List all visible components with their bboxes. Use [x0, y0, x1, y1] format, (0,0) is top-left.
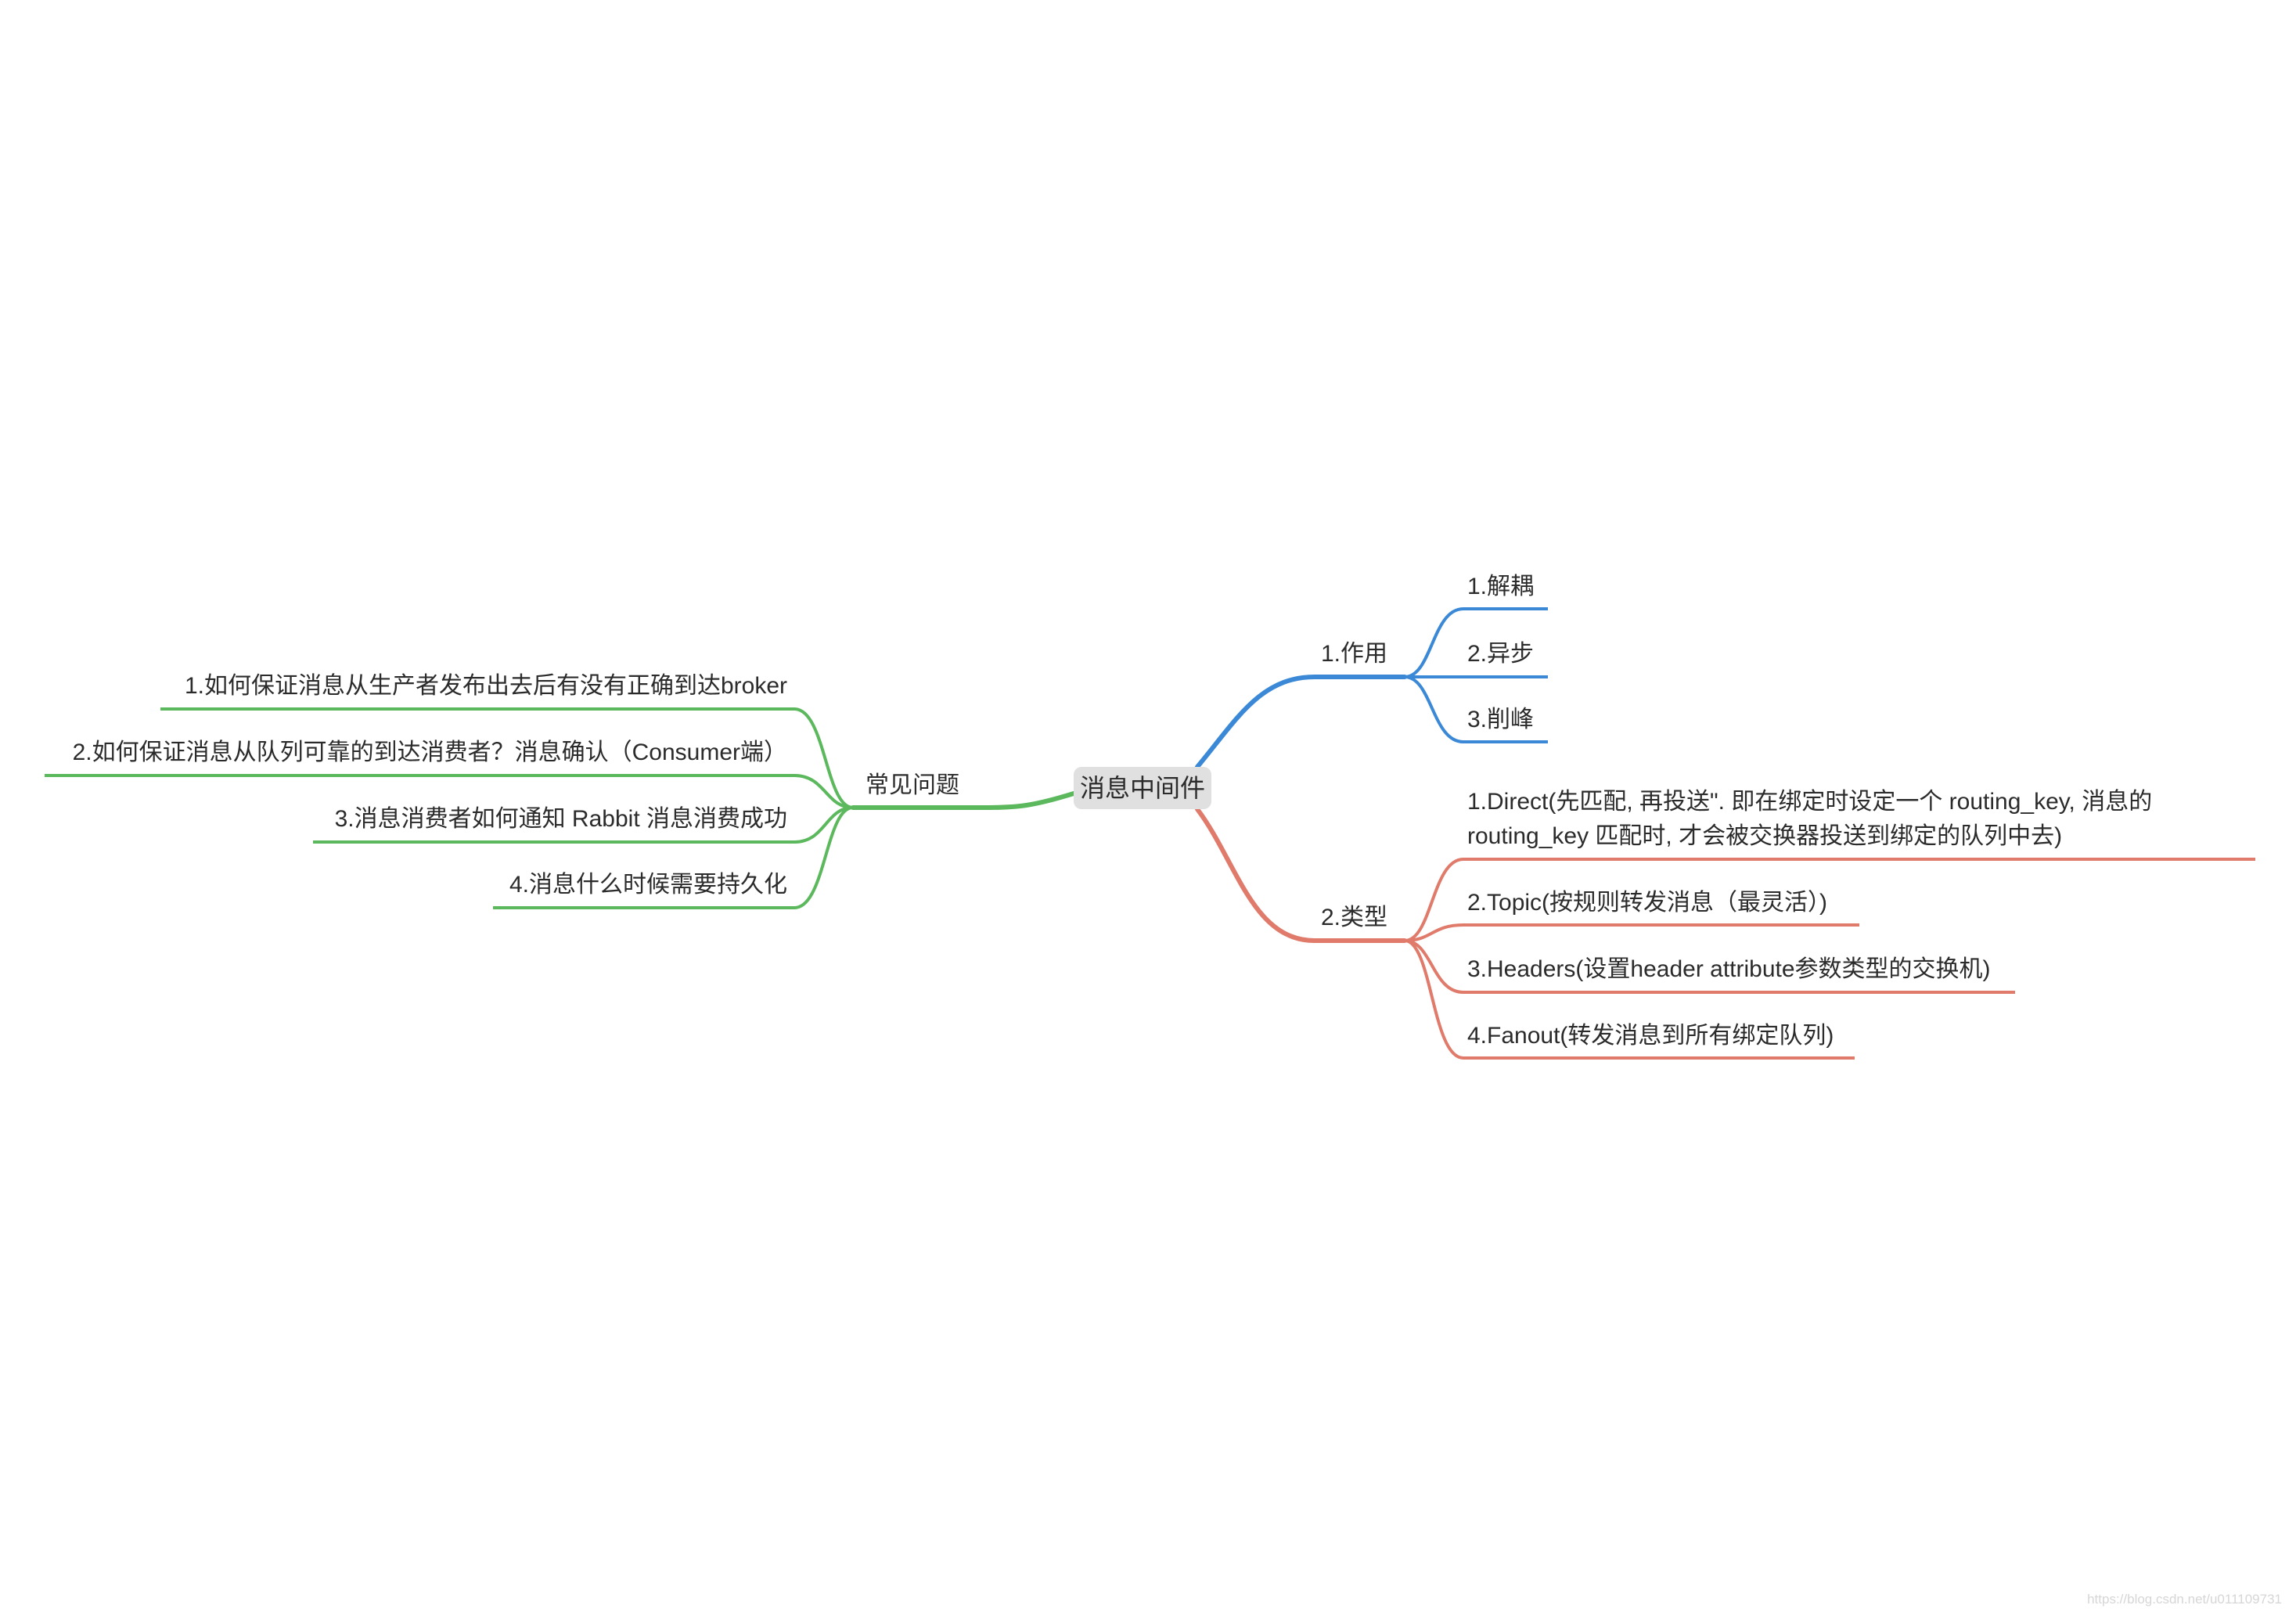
faq-item-1[interactable]: 1.如何保证消息从生产者发布出去后有没有正确到达broker [184, 673, 787, 699]
link-types-item-1 [1404, 858, 2255, 942]
link-root-role [1195, 675, 1407, 769]
types-item-2[interactable]: 2.Topic(按规则转发消息（最灵活）) [1467, 890, 1828, 916]
link-faq-item-1 [160, 707, 854, 809]
types-item-1[interactable]: 1.Direct(先匹配, 再投送". 即在绑定时设定一个 routing_ke… [1467, 789, 2153, 849]
link-role-item-1 [1404, 607, 1548, 678]
faq-item-2[interactable]: 2.如何保证消息从队列可靠的到达消费者？消息确认（Consumer端） [72, 740, 787, 765]
types-item-3[interactable]: 3.Headers(设置header attribute参数类型的交换机) [1467, 956, 1991, 982]
watermark: https://blog.csdn.net/u011109731 [2087, 1592, 2282, 1607]
types-item-4[interactable]: 4.Fanout(转发消息到所有绑定队列) [1467, 1023, 1834, 1049]
link-types-item-3 [1404, 939, 2015, 994]
branch-role[interactable]: 1.作用 [1321, 641, 1388, 667]
role-item-3[interactable]: 3.削峰 [1467, 707, 1535, 732]
link-root-types [1195, 807, 1407, 943]
link-root-faq [851, 791, 1076, 810]
link-role-item-3 [1404, 675, 1548, 743]
root-node[interactable]: 消息中间件 [1074, 767, 1211, 809]
link-faq-item-3 [313, 806, 854, 844]
link-faq-item-2 [45, 774, 854, 809]
branch-types[interactable]: 2.类型 [1321, 905, 1388, 930]
link-types-item-2 [1404, 923, 1859, 942]
role-item-2[interactable]: 2.异步 [1467, 641, 1535, 667]
faq-item-4[interactable]: 4.消息什么时候需要持久化 [509, 872, 787, 898]
role-item-1[interactable]: 1.解耦 [1467, 574, 1535, 599]
faq-item-3[interactable]: 3.消息消费者如何通知 Rabbit 消息消费成功 [334, 806, 787, 832]
link-faq-item-4 [493, 806, 854, 909]
branch-faq[interactable]: 常见问题 [865, 772, 959, 798]
link-types-item-4 [1404, 939, 1855, 1060]
